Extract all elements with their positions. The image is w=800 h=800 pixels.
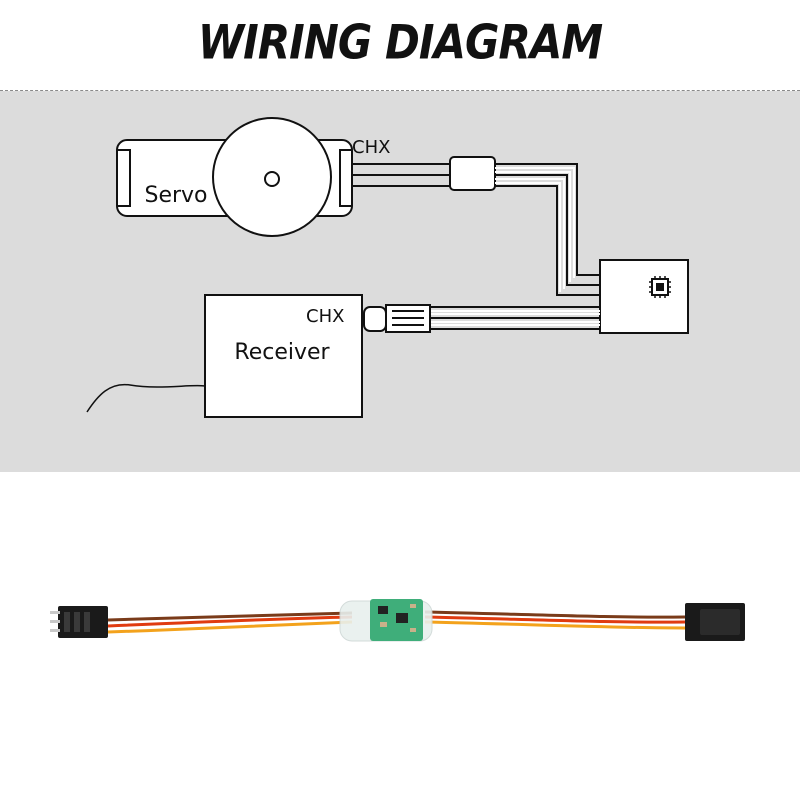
divider — [0, 90, 800, 91]
module-board — [339, 599, 433, 642]
chip-icon — [649, 276, 671, 298]
receiver-cable — [363, 304, 600, 333]
servo-channel-label: CHX — [352, 137, 390, 158]
servo-cable-connector — [449, 156, 496, 191]
receiver-antenna — [86, 383, 206, 413]
page-title: WIRING DIAGRAM — [197, 15, 603, 70]
servo-label: Servo — [144, 183, 207, 208]
male-connector — [50, 606, 108, 638]
product-photo — [50, 599, 745, 642]
servo: Servo CHX — [116, 117, 390, 237]
receiver-channel-label: CHX — [306, 306, 344, 327]
female-connector — [685, 603, 745, 641]
receiver: Receiver CHX — [86, 294, 363, 418]
signal-module — [599, 259, 689, 334]
servo-shaft — [264, 171, 280, 187]
receiver-label: Receiver — [234, 340, 330, 365]
servo-cable — [352, 156, 600, 296]
